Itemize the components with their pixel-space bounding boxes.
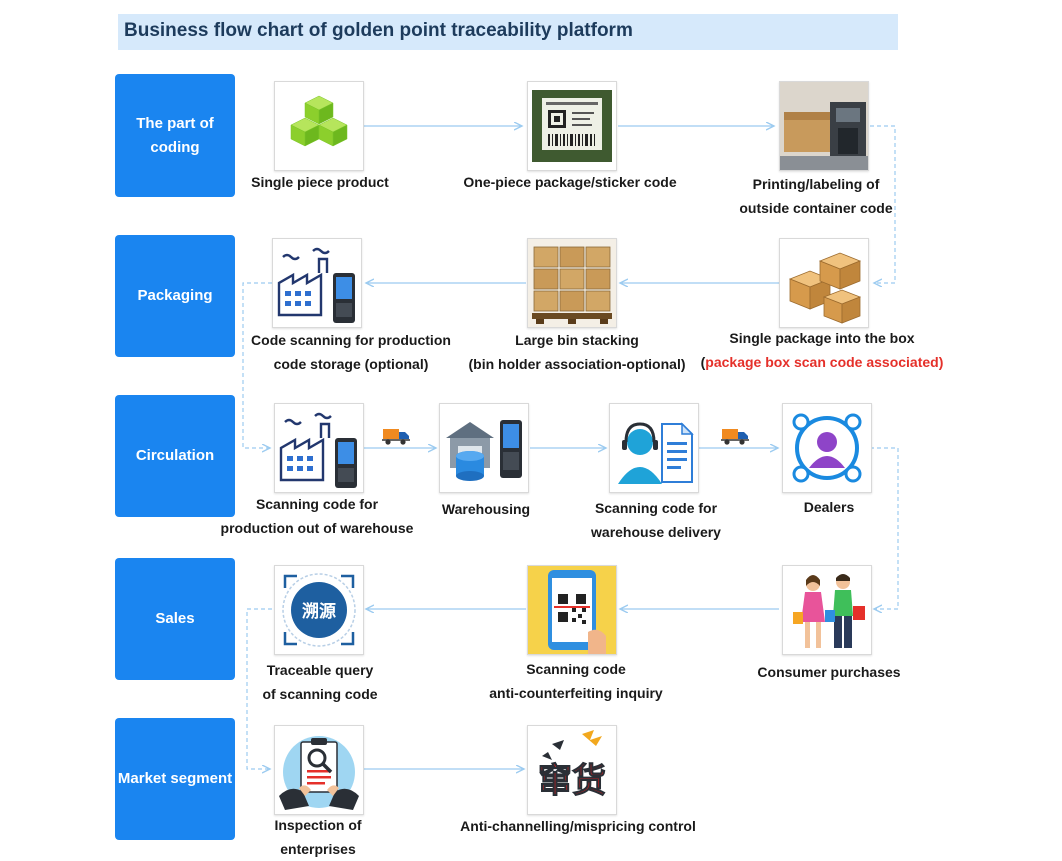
label-line: (bin holder association-optional): [468, 356, 686, 372]
cardboard-boxes-icon: [788, 252, 862, 324]
single-piece-product-label: Single piece product: [240, 170, 400, 194]
dealers-label: Dealers: [776, 495, 882, 519]
anti-channel-text: 窜货: [538, 761, 606, 801]
traceable-query-label: Traceable query of scanning code: [248, 658, 392, 706]
label-line: Inspection of: [274, 817, 362, 833]
stage-label: Circulation: [135, 447, 215, 464]
anti-counterfeit-node: [527, 565, 617, 655]
warehousing-label: Warehousing: [426, 497, 546, 521]
label-line: code storage (optional): [273, 356, 429, 372]
stage-sales: Sales: [115, 558, 235, 680]
single-piece-product-node: [274, 81, 364, 171]
traceable-query-node: 溯源: [274, 565, 364, 655]
outer-container-label: Printing/labeling of outside container c…: [730, 172, 902, 220]
dealer-network-icon: [792, 413, 862, 483]
outer-container-node: [779, 81, 869, 171]
label-line: warehouse delivery: [591, 524, 721, 540]
code-storage-label: Code scanning for production code storag…: [246, 328, 456, 376]
label-line: Anti-channelling/mispricing control: [460, 818, 696, 834]
bin-stacking-node: [527, 238, 617, 328]
service-agent-icon: [618, 422, 694, 484]
label-line: Single package into the box: [729, 330, 915, 346]
stacked-boxes-icon: [528, 239, 616, 327]
labeling-machine-icon: [780, 82, 868, 170]
warehouse-scanner-icon: [446, 420, 522, 481]
stage-circulation: Circulation: [115, 395, 235, 517]
sticker-label-icon: [532, 90, 612, 162]
truck-icon: [721, 429, 749, 445]
factory-scanner-icon: [277, 247, 355, 323]
label-paren: (: [700, 354, 706, 370]
stage-label: Sales: [155, 610, 195, 627]
bin-stacking-label: Large bin stacking (bin holder associati…: [462, 328, 692, 376]
code-storage-node: [272, 238, 362, 328]
truck-icon: [382, 429, 410, 445]
inspection-node: [274, 725, 364, 815]
stage-market-segment: Market segment: [115, 718, 235, 840]
stage-label: Packaging: [137, 287, 213, 304]
page-title: Business flow chart of golden point trac…: [124, 20, 633, 41]
cubes-icon: [290, 95, 348, 147]
label-line: Dealers: [803, 499, 855, 515]
stage-label: coding: [150, 138, 200, 156]
title-bar: Business flow chart of golden point trac…: [118, 14, 898, 50]
label-line: outside container code: [739, 200, 893, 216]
label-highlight: package box scan code associated): [705, 354, 944, 370]
label-line: Traceable query: [266, 662, 374, 678]
label-line: Code scanning for production: [251, 332, 451, 348]
trace-badge-text: 溯源: [302, 601, 336, 622]
label-line: Scanning code for: [255, 496, 379, 512]
stage-packaging: Packaging: [115, 235, 235, 357]
clipboard-inspection-icon: [279, 736, 359, 810]
stage-label: Market segment: [117, 770, 233, 787]
warehouse-delivery-node: [609, 403, 699, 493]
into-box-node: [779, 238, 869, 328]
label-line: Consumer purchases: [757, 664, 901, 680]
anti-channel-node: 窜货: [527, 725, 617, 815]
label-line: One-piece package/sticker code: [463, 174, 677, 190]
out-of-warehouse-label: Scanning code for production out of ware…: [212, 492, 422, 540]
label-line: Warehousing: [441, 501, 531, 517]
label-line: Single piece product: [251, 174, 389, 190]
label-line: Scanning code: [526, 661, 626, 677]
dealers-node: [782, 403, 872, 493]
label-line: Large bin stacking: [515, 332, 639, 348]
factory-scanner-icon: [279, 412, 357, 488]
warehouse-delivery-label: Scanning code for warehouse delivery: [574, 496, 738, 544]
anti-counterfeit-label: Scanning code anti-counterfeiting inquir…: [474, 657, 678, 705]
consumer-purchases-node: [782, 565, 872, 655]
trace-badge-icon: 溯源: [282, 573, 356, 647]
consumer-purchases-label: Consumer purchases: [748, 660, 910, 684]
label-line: enterprises: [280, 841, 356, 857]
label-line: Printing/labeling of: [752, 176, 880, 192]
out-of-warehouse-node: [274, 403, 364, 493]
phone-qr-scan-icon: [528, 566, 616, 654]
anti-channelling-icon: 窜货: [538, 730, 607, 802]
anti-channel-label: Anti-channelling/mispricing control: [450, 814, 706, 838]
inspection-label: Inspection of enterprises: [258, 813, 378, 861]
label-line: of scanning code: [262, 686, 378, 702]
stage-coding: The part of coding: [115, 74, 235, 197]
label-line: anti-counterfeiting inquiry: [489, 685, 663, 701]
shoppers-icon: [793, 574, 865, 648]
stage-label: The part of: [136, 114, 214, 132]
into-box-label: Single package into the box (package box…: [694, 326, 950, 374]
label-line: Scanning code for: [594, 500, 718, 516]
label-line: production out of warehouse: [220, 520, 414, 536]
warehousing-node: [439, 403, 529, 493]
sticker-code-node: [527, 81, 617, 171]
sticker-code-label: One-piece package/sticker code: [450, 170, 690, 194]
